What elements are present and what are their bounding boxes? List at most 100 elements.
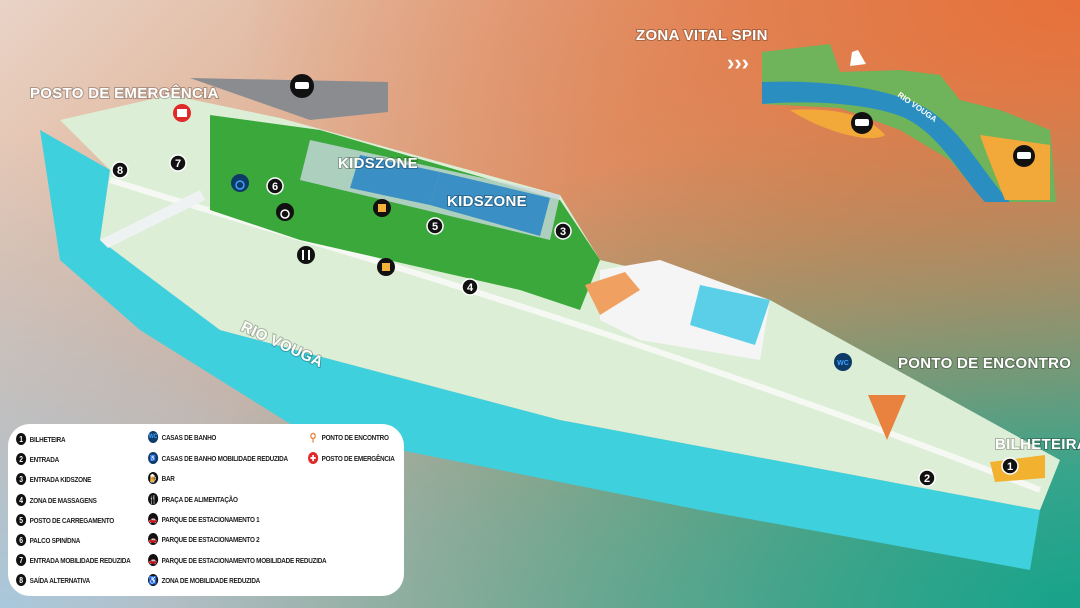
car-icon: 🚗 <box>148 533 159 545</box>
car-icon <box>855 119 869 126</box>
legend-label: BILHETEIRA <box>29 434 66 444</box>
inset-river <box>762 81 1010 202</box>
legend-label: PARQUE DE ESTACIONAMENTO 2 <box>161 534 260 544</box>
pool <box>690 285 770 345</box>
beer-icon: 🍺 <box>148 472 159 484</box>
legend-item-ponto-encontro: ⚲ PONTO DE ENCONTRO <box>308 431 389 444</box>
car-icon <box>1017 152 1031 159</box>
bar-icon <box>373 199 391 217</box>
legend-label: PRAÇA DE ALIMENTAÇÃO <box>161 494 238 504</box>
legend-item-parque-1: 🚗PARQUE DE ESTACIONAMENTO 1 <box>148 513 260 525</box>
kidszone-court-2 <box>430 172 550 236</box>
inset-arrows-icon: ››› <box>727 50 749 75</box>
wc-icon: WC <box>148 431 159 443</box>
marker-6[interactable]: 6 <box>266 177 284 195</box>
orange-building <box>585 272 640 315</box>
legend-label: PONTO DE ENCONTRO <box>321 432 389 442</box>
legend-label: POSTO DE CARREGAMENTO <box>29 515 115 525</box>
svg-text:1: 1 <box>1007 461 1013 473</box>
svg-text:5: 5 <box>432 221 438 233</box>
car-icon <box>295 82 309 89</box>
svg-text:3: 3 <box>560 226 566 238</box>
kidszone-court-1 <box>350 155 440 205</box>
wheelchair-icon <box>276 203 294 221</box>
bar-icon <box>377 258 395 276</box>
number-3-icon: 3 <box>16 473 27 485</box>
label-kidszone-2: KIDSZONE <box>447 193 527 210</box>
legend-label: PARQUE DE ESTACIONAMENTO 1 <box>161 514 260 524</box>
number-8-icon: 8 <box>16 574 27 586</box>
legend-label: BAR <box>161 473 175 483</box>
wc-accessible-icon <box>231 174 249 192</box>
marker-8[interactable]: 8 <box>111 161 129 179</box>
spinning-top-icon: ⚲ <box>309 431 317 444</box>
legend-item-casas-banho-mobilidade: ♿CASAS DE BANHO MOBILIDADE REDUZIDA <box>148 452 288 464</box>
legend-item-praca-alimentacao: 🍴PRAÇA DE ALIMENTAÇÃO <box>148 493 238 505</box>
legend-label: ZONA DE MASSAGENS <box>29 495 97 505</box>
number-5-icon: 5 <box>16 514 27 526</box>
walkway <box>109 177 1042 493</box>
label-ponto-encontro: PONTO DE ENCONTRO <box>898 355 1071 372</box>
legend-item-bar: 🍺BAR <box>148 472 175 484</box>
marker-3[interactable]: 3 <box>554 222 572 240</box>
marker-7[interactable]: 7 <box>169 154 187 172</box>
legend-label: ZONA DE MOBILIDADE REDUZIDA <box>161 575 261 585</box>
inset-pool <box>850 50 866 66</box>
cutlery-icon: 🍴 <box>148 493 159 505</box>
inset-land <box>762 44 1056 202</box>
legend-label: SAÍDA ALTERNATIVA <box>29 575 91 585</box>
legend-label: PALCO SPIN/DNA <box>29 535 81 545</box>
number-6-icon: 6 <box>16 534 27 546</box>
number-7-icon: 7 <box>16 554 27 566</box>
wc-icon: WC <box>834 353 852 371</box>
label-kidszone-1: KIDSZONE <box>338 155 418 172</box>
svg-text:WC: WC <box>837 360 849 367</box>
car-accessible-icon: 🚗 <box>148 554 159 566</box>
legend-label: ENTRADA MOBILIDADE REDUZIDA <box>29 555 131 565</box>
number-1-icon: 1 <box>16 433 27 445</box>
legend-label: CASAS DE BANHO <box>161 432 217 442</box>
inset-title: ZONA VITAL SPIN <box>636 27 768 44</box>
svg-text:7: 7 <box>175 158 181 170</box>
marker-4[interactable]: 4 <box>461 278 479 296</box>
first-aid-icon: ✚ <box>308 452 319 464</box>
label-posto-emergencia: POSTO DE EMERGÊNCIA <box>30 84 219 102</box>
legend-label: CASAS DE BANHO MOBILIDADE REDUZIDA <box>161 453 289 463</box>
label-bilheteira: BILHETEIRA <box>995 436 1080 453</box>
marker-2[interactable]: 2 <box>918 469 936 487</box>
svg-text:6: 6 <box>272 181 278 193</box>
food-court-icon <box>297 246 315 264</box>
marker-1[interactable]: 1 <box>1001 457 1019 475</box>
car-icon: 🚗 <box>148 513 159 525</box>
river-vouga <box>40 130 1040 570</box>
parking-area <box>190 78 388 120</box>
svg-text:4: 4 <box>467 282 474 294</box>
svg-text:2: 2 <box>924 473 930 485</box>
number-4-icon: 4 <box>16 494 27 506</box>
svg-text:8: 8 <box>117 165 123 177</box>
legend-label: ENTRADA KIDSZONE <box>29 474 92 484</box>
emergency-icon <box>173 104 191 122</box>
alternative-exit-bridge <box>100 190 205 248</box>
inset-map: RIO VOUGA ››› ZONA VITAL SPIN <box>635 26 1056 202</box>
legend-item-parque-2: 🚗PARQUE DE ESTACIONAMENTO 2 <box>148 533 260 545</box>
legend-label: PARQUE DE ESTACIONAMENTO MOBILIDADE REDU… <box>161 555 327 565</box>
legend-item-posto-emergencia: ✚POSTO DE EMERGÊNCIA <box>308 452 395 464</box>
marker-5[interactable]: 5 <box>426 217 444 235</box>
meeting-point-icon <box>868 395 906 440</box>
legend-item-zona-mobilidade: ♿ZONA DE MOBILIDADE REDUZIDA <box>148 574 260 586</box>
wheelchair-icon: ♿ <box>148 574 159 586</box>
legend-label: ENTRADA <box>29 454 60 464</box>
wc-accessible-icon: ♿ <box>148 452 159 464</box>
